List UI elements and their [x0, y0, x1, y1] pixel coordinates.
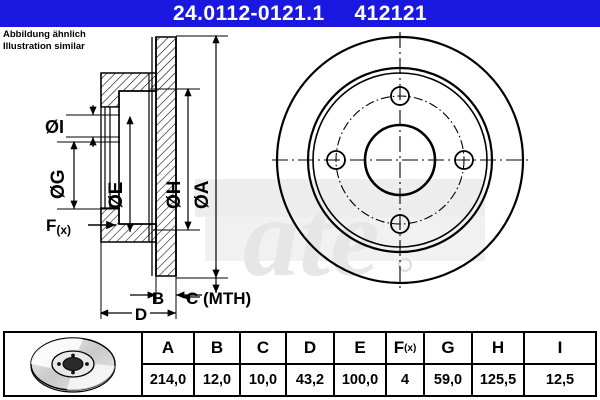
column-value-b: 12,0	[202, 372, 232, 388]
column-value-e: 100,0	[341, 372, 379, 388]
bolt-holes	[326, 86, 474, 234]
brake-disc-photo	[30, 337, 116, 393]
table-column-i: I 12,5	[525, 333, 595, 395]
bolt-hole	[390, 214, 410, 234]
ate-watermark: ate	[195, 176, 485, 300]
table-column-h: H 125,5	[473, 333, 525, 395]
table-column-g: G 59,0	[425, 333, 473, 395]
column-header-b: B	[195, 333, 239, 365]
column-header-e: E	[335, 333, 385, 365]
column-header-fx: F(x)	[387, 333, 423, 365]
dimension-I: ØI	[45, 105, 120, 147]
bolt-hole	[390, 86, 410, 106]
dimension-annotations: ØI ØG ØE ØH	[45, 34, 251, 323]
column-header-a: A	[143, 333, 193, 365]
table-column-a: A 214,0	[143, 333, 195, 395]
brake-disc-front-view	[272, 32, 528, 289]
column-value-c: 10,0	[248, 372, 278, 388]
column-header-d: D	[287, 333, 333, 365]
table-column-d: D 43,2	[287, 333, 335, 395]
column-header-h: H	[473, 333, 523, 365]
svg-text:ate: ate	[243, 176, 380, 300]
reference-number: 412121	[354, 1, 428, 25]
header-bar: 24.0112-0121.1 412121	[0, 0, 600, 27]
column-header-c: C	[241, 333, 285, 365]
table-column-e: E 100,0	[335, 333, 387, 395]
dimension-D: D	[99, 242, 177, 323]
dimension-E: ØE	[106, 115, 134, 232]
drawing-canvas: ate	[0, 27, 600, 323]
dimension-C: C (MTH)	[181, 267, 251, 308]
label-dia-G: ØG	[48, 169, 69, 199]
column-value-d: 43,2	[295, 372, 325, 388]
bolt-hole	[326, 150, 346, 170]
dimension-G: ØG	[48, 140, 120, 210]
table-column-b: B 12,0	[195, 333, 241, 395]
label-dia-A: ØA	[192, 180, 213, 209]
label-dia-I: ØI	[45, 117, 64, 137]
column-header-i: I	[525, 333, 595, 365]
column-value-fx: 4	[400, 372, 410, 388]
dimension-B: B	[130, 276, 202, 308]
column-header-subscript-fx: (x)	[404, 342, 417, 354]
table-column-fx: F(x) 4	[387, 333, 425, 395]
illustration-similar-note: Abbildung ähnlich Illustration similar	[3, 29, 86, 52]
column-value-g: 59,0	[433, 372, 463, 388]
bolt-hole	[454, 150, 474, 170]
column-header-g: G	[425, 333, 471, 365]
dimension-H: ØH	[153, 87, 200, 231]
part-number: 24.0112-0121.1	[172, 1, 325, 25]
column-value-i: 12,5	[545, 372, 575, 388]
product-thumbnail-cell	[5, 333, 143, 395]
label-C: C (MTH)	[186, 289, 251, 308]
label-B: B	[152, 289, 164, 308]
label-dia-H: ØH	[164, 181, 185, 210]
table-column-c: C 10,0	[241, 333, 287, 395]
column-value-a: 214,0	[149, 372, 187, 388]
brake-disc-cross-section	[100, 36, 177, 277]
label-Fx: F(x)	[46, 216, 71, 237]
column-value-h: 125,5	[479, 372, 517, 388]
dimension-A: ØA	[176, 34, 228, 279]
label-D: D	[135, 305, 147, 323]
label-dia-E: ØE	[106, 182, 127, 209]
